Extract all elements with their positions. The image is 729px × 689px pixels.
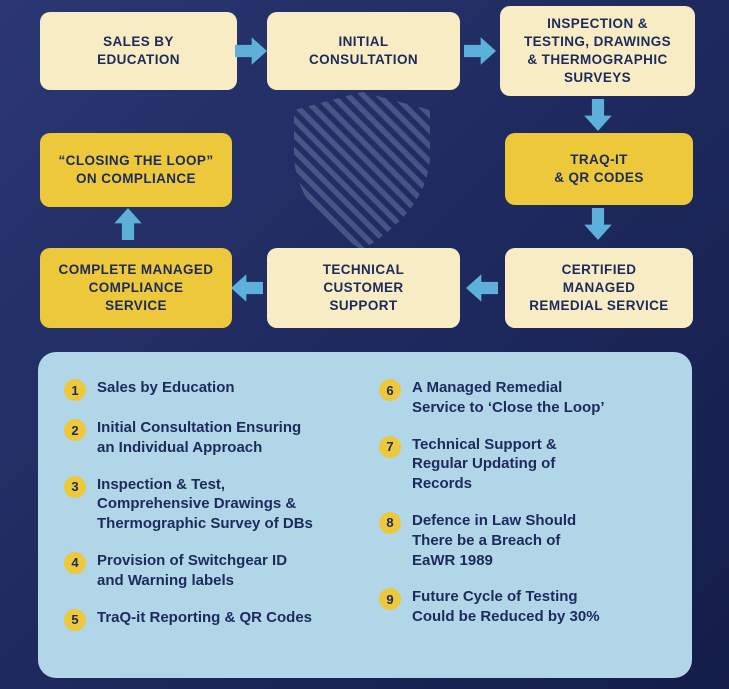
legend-column-left: 1 Sales by Education 2 Initial Consultat… bbox=[64, 378, 357, 660]
flow-box-label: “CLOSING THE LOOP” ON COMPLIANCE bbox=[58, 153, 214, 186]
arrow-right-icon bbox=[235, 37, 267, 65]
legend-item-text: Defence in Law Should There be a Breach … bbox=[412, 511, 577, 569]
arrow-down-icon bbox=[582, 208, 614, 240]
flow-box-sales-by-education: SALES BY EDUCATION bbox=[40, 12, 237, 90]
flow-box-traq-it-qr-codes: TRAQ-IT & QR CODES bbox=[505, 133, 693, 205]
shield-watermark-icon bbox=[294, 92, 430, 250]
legend-item: 3 Inspection & Test, Comprehensive Drawi… bbox=[64, 475, 357, 534]
flow-box-certified-remedial: CERTIFIED MANAGED REMEDIAL SERVICE bbox=[505, 248, 693, 328]
arrow-left-icon bbox=[466, 272, 498, 304]
arrow-up-icon bbox=[112, 208, 144, 240]
legend-panel: 1 Sales by Education 2 Initial Consultat… bbox=[38, 352, 692, 678]
number-badge: 7 bbox=[379, 435, 401, 458]
arrow-left-icon bbox=[231, 272, 263, 304]
legend-item-text: Inspection & Test, Comprehensive Drawing… bbox=[97, 475, 313, 533]
flow-box-technical-support: TECHNICAL CUSTOMER SUPPORT bbox=[267, 248, 460, 328]
legend-item-text: Sales by Education bbox=[97, 379, 235, 396]
flow-box-complete-compliance: COMPLETE MANAGED COMPLIANCE SERVICE bbox=[40, 248, 232, 328]
number-badge: 6 bbox=[379, 379, 401, 401]
flow-box-label: INSPECTION & TESTING, DRAWINGS & THERMOG… bbox=[523, 16, 672, 85]
legend-item: 4 Provision of Switchgear ID and Warning… bbox=[64, 551, 357, 591]
legend-item: 8 Defence in Law Should There be a Breac… bbox=[379, 511, 672, 570]
flow-box-label: TECHNICAL CUSTOMER SUPPORT bbox=[322, 262, 405, 313]
legend-item-text: Future Cycle of Testing Could be Reduced… bbox=[412, 588, 600, 626]
number-badge: 1 bbox=[64, 379, 86, 401]
flow-box-closing-the-loop: “CLOSING THE LOOP” ON COMPLIANCE bbox=[40, 133, 232, 207]
legend-item: 1 Sales by Education bbox=[64, 378, 357, 401]
legend-item-text: Initial Consultation Ensuring an Individ… bbox=[97, 419, 302, 456]
arrow-down-icon bbox=[582, 99, 614, 131]
number-badge: 8 bbox=[379, 511, 401, 534]
legend-item-text: Technical Support & Regular Updating of … bbox=[412, 435, 557, 493]
legend-item-text: Provision of Switchgear ID and Warning l… bbox=[97, 551, 288, 589]
flow-box-label: SALES BY EDUCATION bbox=[97, 34, 180, 67]
flow-box-label: COMPLETE MANAGED COMPLIANCE SERVICE bbox=[58, 262, 214, 313]
legend-item: 2 Initial Consultation Ensuring an Indiv… bbox=[64, 418, 357, 458]
flow-box-label: CERTIFIED MANAGED REMEDIAL SERVICE bbox=[529, 262, 669, 313]
legend-item-text: A Managed Remedial Service to ‘Close the… bbox=[412, 379, 605, 416]
legend-item: 5 TraQ-it Reporting & QR Codes bbox=[64, 608, 357, 631]
legend-item-text: TraQ-it Reporting & QR Codes bbox=[97, 608, 313, 626]
number-badge: 3 bbox=[64, 475, 86, 498]
flow-box-inspection-testing: INSPECTION & TESTING, DRAWINGS & THERMOG… bbox=[500, 6, 695, 96]
legend-item: 7 Technical Support & Regular Updating o… bbox=[379, 435, 672, 494]
flow-box-label: INITIAL CONSULTATION bbox=[308, 34, 419, 67]
number-badge: 4 bbox=[64, 551, 86, 574]
number-badge: 5 bbox=[64, 608, 86, 631]
arrow-right-icon bbox=[464, 37, 496, 65]
flow-box-initial-consultation: INITIAL CONSULTATION bbox=[267, 12, 460, 90]
number-badge: 2 bbox=[64, 419, 86, 441]
legend-item: 6 A Managed Remedial Service to ‘Close t… bbox=[379, 378, 672, 418]
number-badge: 9 bbox=[379, 588, 401, 611]
legend-column-right: 6 A Managed Remedial Service to ‘Close t… bbox=[379, 378, 672, 660]
flow-box-label: TRAQ-IT & QR CODES bbox=[554, 152, 644, 185]
legend-item: 9 Future Cycle of Testing Could be Reduc… bbox=[379, 587, 672, 627]
